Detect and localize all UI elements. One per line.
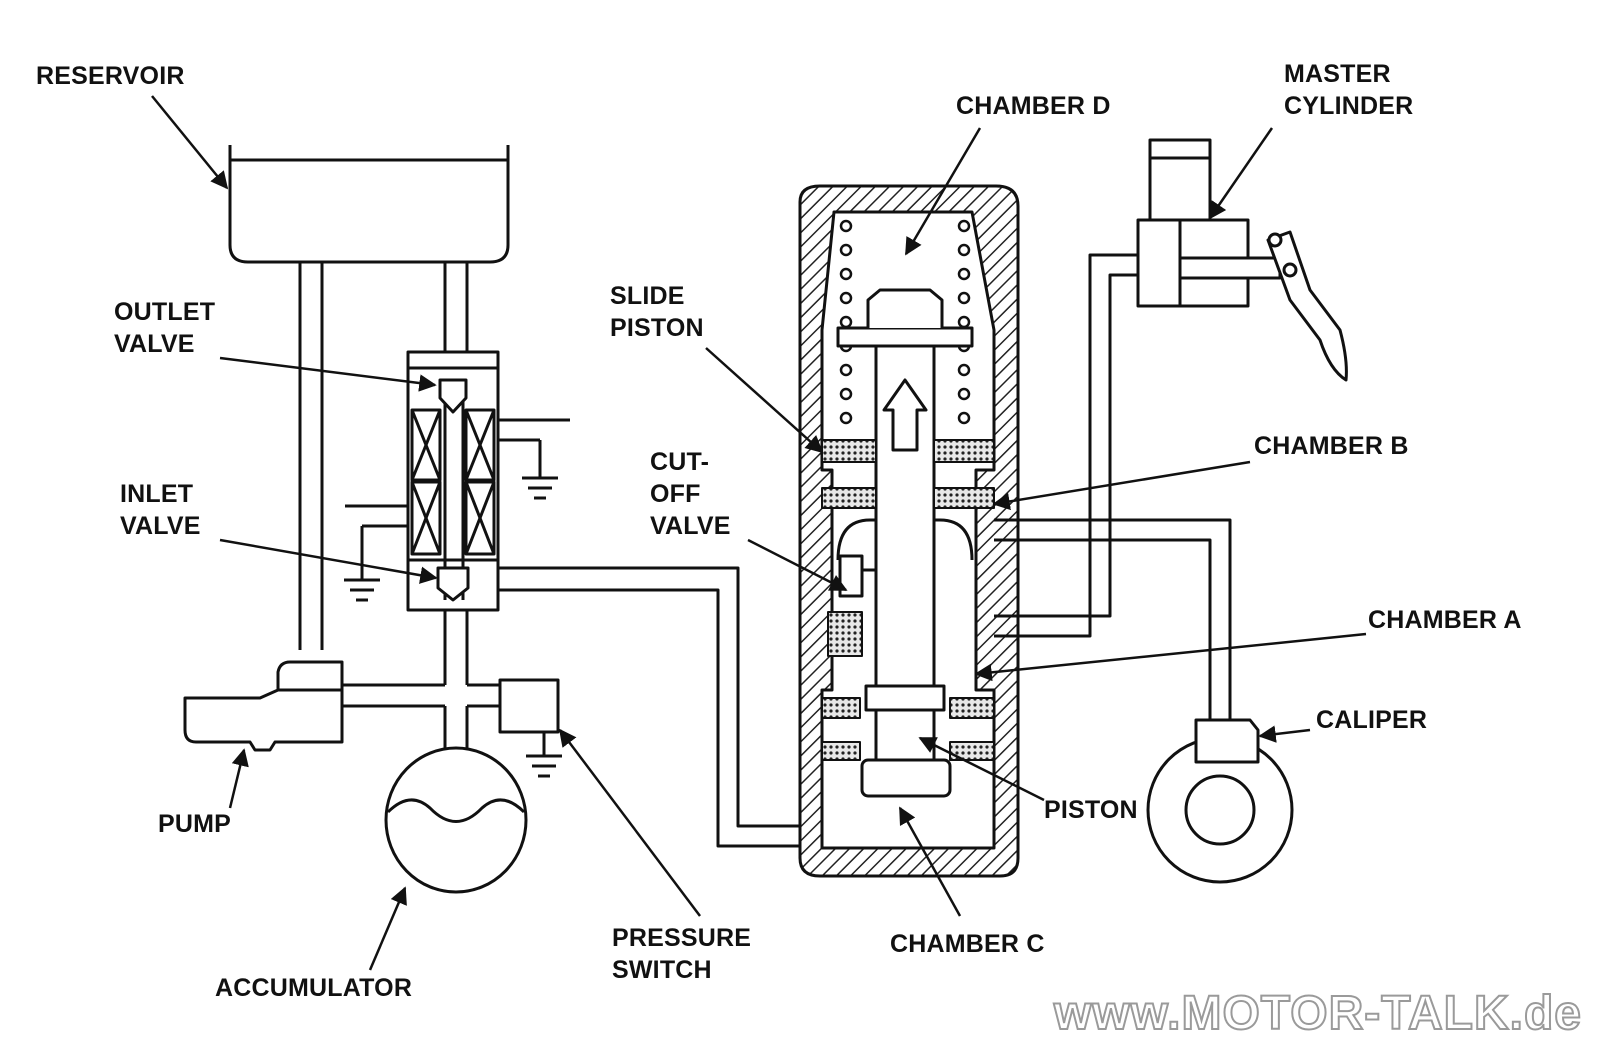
chamber-b-cavity (836, 518, 974, 561)
label-chamber-c: CHAMBER C (890, 930, 1045, 958)
caliper-disc (1146, 718, 1294, 884)
label-chamber-d: CHAMBER D (956, 92, 1111, 120)
pressure-switch (498, 678, 562, 778)
pump (183, 660, 344, 752)
label-reservoir: RESERVOIR (36, 62, 185, 90)
brake-lines (994, 253, 1232, 720)
label-pump: PUMP (158, 810, 232, 838)
inlet-valve-ball (436, 566, 470, 602)
label-inlet-valve: INLET VALVE (120, 480, 201, 540)
label-slide-piston: SLIDE PISTON (610, 282, 704, 342)
reservoir-lines (298, 262, 469, 650)
outlet-valve-ball (438, 378, 468, 414)
solenoid-valve (406, 350, 500, 612)
label-outlet-valve: OUTLET VALVE (114, 298, 216, 358)
label-master-cylinder: MASTER CYLINDER (1284, 60, 1414, 120)
label-cut-off-valve: CUT- OFF VALVE (650, 448, 731, 540)
watermark: www.MOTOR-TALK.de (1053, 986, 1582, 1041)
label-chamber-a: CHAMBER A (1368, 606, 1522, 634)
lower-piston (860, 684, 952, 798)
pressure-lines (342, 566, 802, 848)
label-caliper: CALIPER (1316, 706, 1428, 734)
slide-piston (836, 288, 974, 688)
seals (821, 439, 995, 761)
reservoir (228, 145, 510, 264)
master-cylinder (1136, 138, 1348, 382)
label-chamber-b: CHAMBER B (1254, 432, 1409, 460)
electrical-leads (344, 418, 570, 602)
accumulator (384, 746, 528, 894)
label-accumulator: ACCUMULATOR (215, 974, 413, 1002)
label-pressure-switch: PRESSURE SWITCH (612, 924, 752, 984)
leader-arrows (151, 95, 1367, 971)
label-piston: PISTON (1044, 796, 1138, 824)
